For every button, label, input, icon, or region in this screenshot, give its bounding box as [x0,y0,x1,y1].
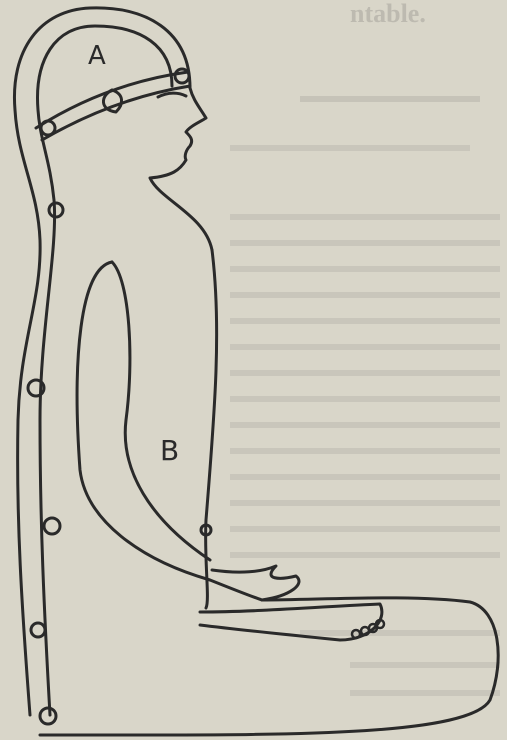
faint-line [350,690,500,696]
eye [158,93,186,97]
faint-line [230,526,500,532]
faint-line [230,292,500,298]
faint-line [230,344,500,350]
arm-outline [77,262,262,600]
chakra-circle [40,708,56,724]
faint-line [230,552,500,558]
faint-line [230,370,500,376]
faint-line [300,96,480,102]
hands [212,566,299,600]
chakra-circle [31,623,45,637]
label-a: A [88,41,106,71]
faint-line [230,318,500,324]
faint-line [300,630,500,636]
face-profile-line [150,88,212,250]
chakra-circle [44,518,60,534]
faint-line [230,266,500,272]
faint-line [230,214,500,220]
faint-line [230,500,500,506]
faint-line [350,662,500,668]
faint-line [230,396,500,402]
page-header-fragment: ntable. [350,0,426,28]
label-b: B [160,434,179,467]
torso-outline [206,250,217,608]
inner-channel-line [38,26,172,715]
bleed-through-text: ntable. [230,0,500,696]
inner-arm-line [112,262,210,560]
ear [103,90,121,112]
chakra-circle [175,69,189,83]
faint-line [230,474,500,480]
faint-line [230,422,500,428]
chakra-circle [41,121,55,135]
faint-line [230,240,500,246]
faint-line [230,145,470,151]
headband [36,72,188,128]
faint-line [230,448,500,454]
